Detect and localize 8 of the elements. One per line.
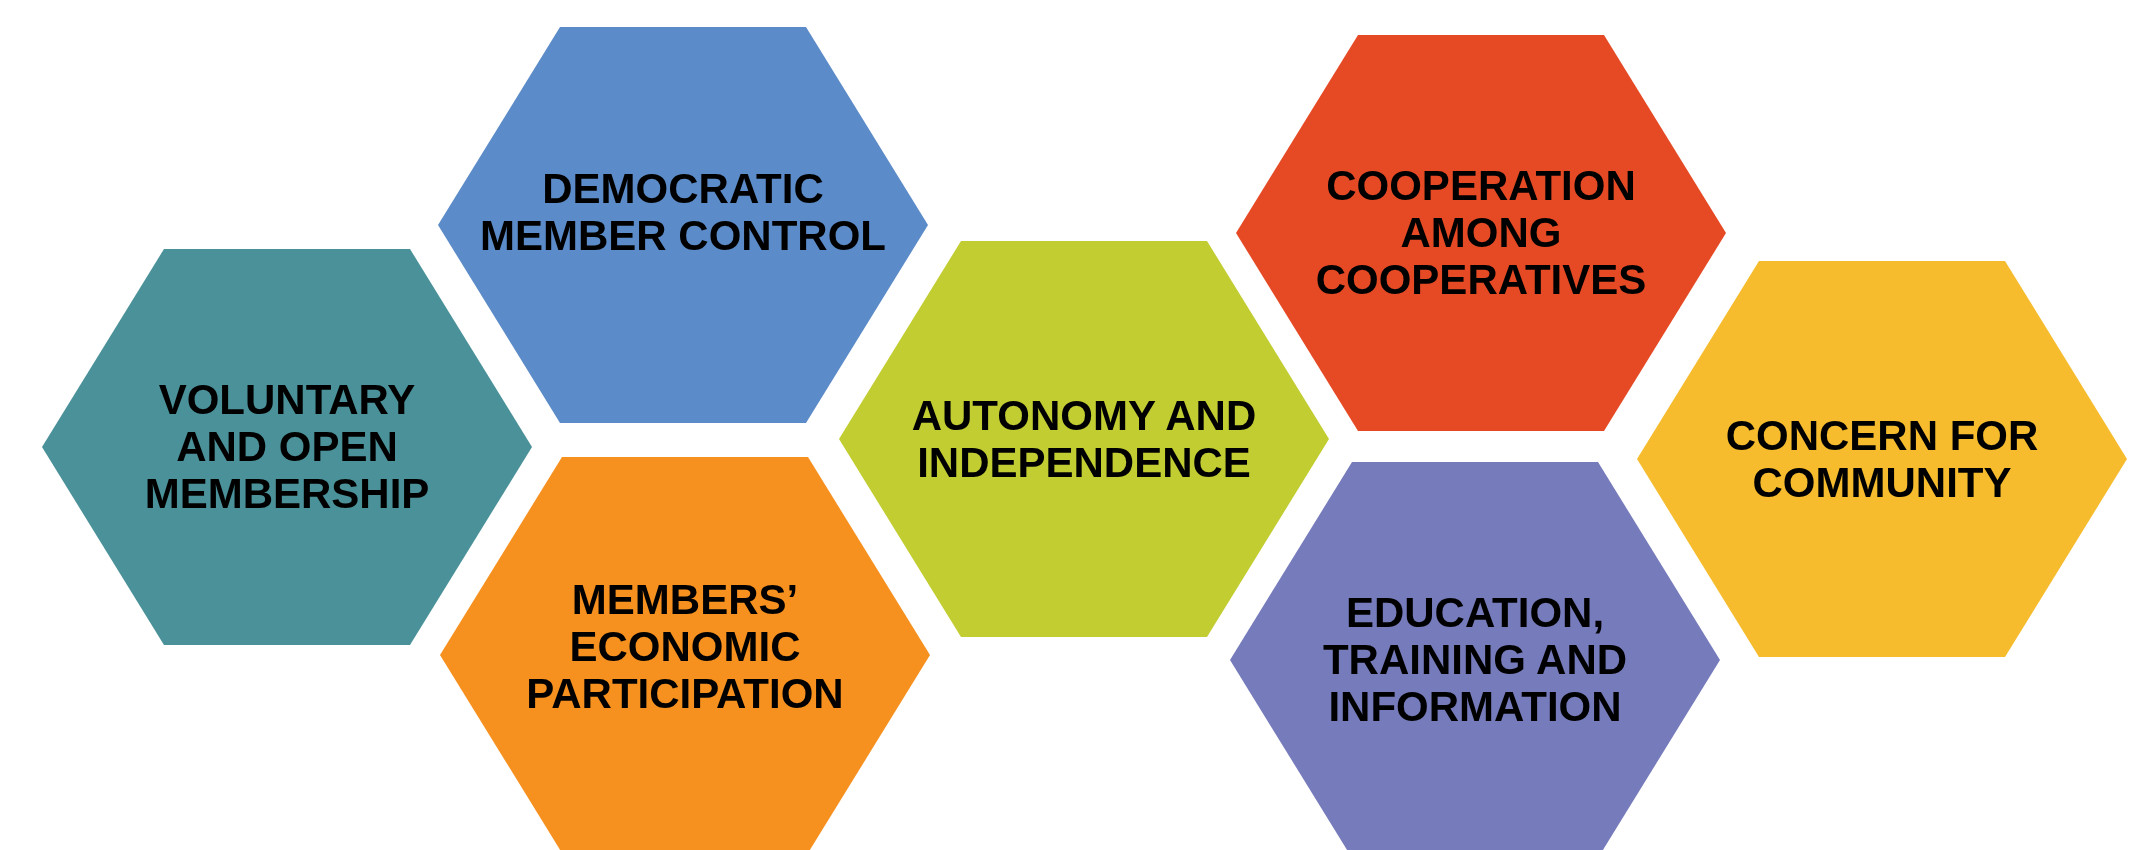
principle-label: AUTONOMY AND INDEPENDENCE	[910, 391, 1258, 487]
principle-label: MEMBERS’ ECONOMIC PARTICIPATION	[525, 576, 845, 718]
principle-label: COOPERATION AMONG COOPERATIVES	[1314, 162, 1648, 304]
principle-label: CONCERN FOR COMMUNITY	[1724, 411, 2040, 507]
principle-label: DEMOCRATIC MEMBER CONTROL	[479, 164, 887, 260]
principle-label: VOLUNTARY AND OPEN MEMBERSHIP	[143, 376, 431, 518]
principle-label: EDUCATION, TRAINING AND INFORMATION	[1321, 589, 1629, 731]
hexagon	[42, 249, 532, 645]
